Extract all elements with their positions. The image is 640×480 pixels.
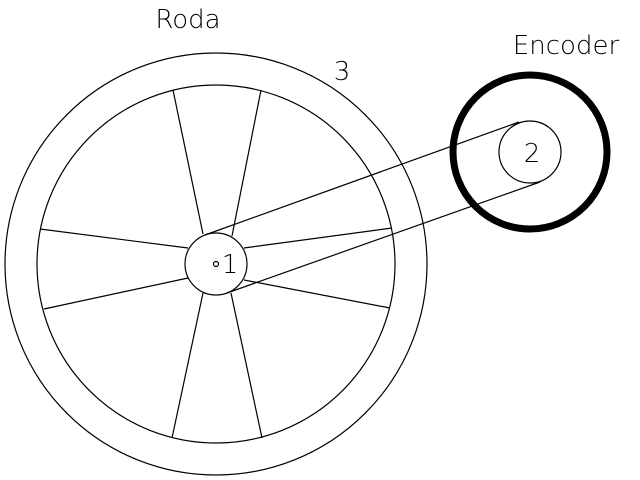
wheel-spoke bbox=[230, 292, 263, 439]
wheel-inner-rim bbox=[36, 84, 396, 444]
wheel-label: Roda bbox=[155, 5, 220, 35]
callout-belt: 3 bbox=[334, 57, 351, 87]
wheel-axle bbox=[212, 260, 220, 268]
wheel-spoke bbox=[243, 279, 391, 309]
encoder-label: Encoder bbox=[513, 31, 620, 61]
wheel-spoke bbox=[172, 89, 204, 235]
wheel bbox=[4, 52, 428, 476]
belt bbox=[204, 121, 541, 294]
wheel-spoke bbox=[43, 277, 189, 310]
wheel-outer-rim bbox=[4, 52, 428, 476]
wheel-hub-pulley bbox=[184, 232, 248, 296]
wheel-spoke bbox=[171, 292, 204, 439]
encoder-housing bbox=[449, 71, 611, 233]
encoder-pulley bbox=[498, 120, 562, 184]
wheel-spoke bbox=[231, 89, 262, 237]
wheel-spoke bbox=[39, 228, 189, 249]
belt-lower bbox=[226, 181, 541, 294]
belt-upper bbox=[204, 121, 520, 236]
callout-wheel-pulley: 1 bbox=[222, 250, 239, 280]
callout-encoder-pulley: 2 bbox=[524, 139, 541, 169]
wheel-spoke bbox=[243, 227, 393, 249]
encoder bbox=[449, 71, 611, 233]
